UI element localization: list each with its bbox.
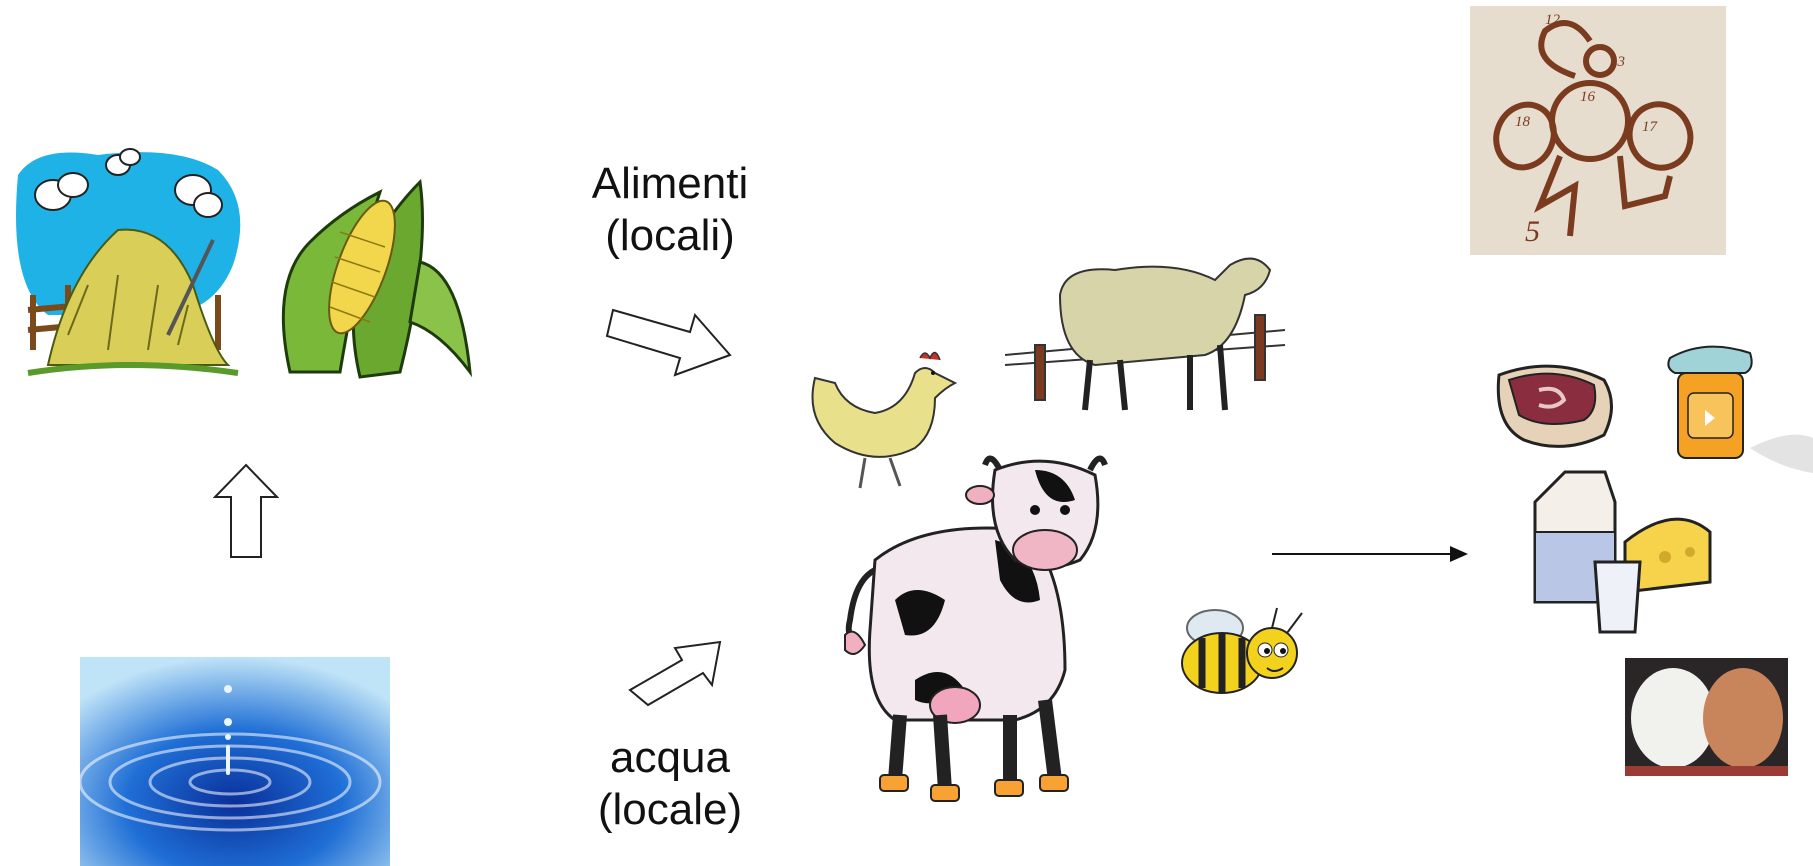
- meat-icon: [1484, 355, 1624, 455]
- water-label-line2: (locale): [570, 784, 770, 836]
- water-label: acqua (locale): [570, 732, 770, 836]
- map-number: 17: [1642, 119, 1659, 135]
- map-number: 5: [1525, 215, 1540, 248]
- feed-label-line1: Alimenti: [570, 158, 770, 210]
- haystack-icon: [8, 135, 253, 380]
- water-drop-icon: [80, 657, 390, 866]
- eggs-icon: [1625, 658, 1788, 776]
- sheep-icon: [1005, 235, 1305, 420]
- corn-icon: [270, 172, 475, 384]
- cow-icon: [835, 450, 1120, 808]
- map-number: 12: [1545, 12, 1561, 28]
- map-number: 18: [1515, 114, 1531, 130]
- up-arrow: [213, 463, 279, 559]
- honey-jar-icon: [1660, 338, 1813, 473]
- feed-label-line2: (locali): [570, 210, 770, 262]
- map-number: 16: [1580, 89, 1596, 105]
- map-number: 13: [1610, 54, 1625, 70]
- water-label-line1: acqua: [570, 732, 770, 784]
- bee-icon: [1177, 598, 1317, 713]
- milk-cheese-icon: [1515, 462, 1720, 640]
- feed-label: Alimenti (locali): [570, 158, 770, 262]
- region-map-icon: 12 13 16 18 17 5: [1470, 6, 1726, 255]
- water-arrow: [620, 630, 730, 710]
- products-arrow: [1270, 543, 1470, 565]
- feed-arrow: [605, 300, 735, 380]
